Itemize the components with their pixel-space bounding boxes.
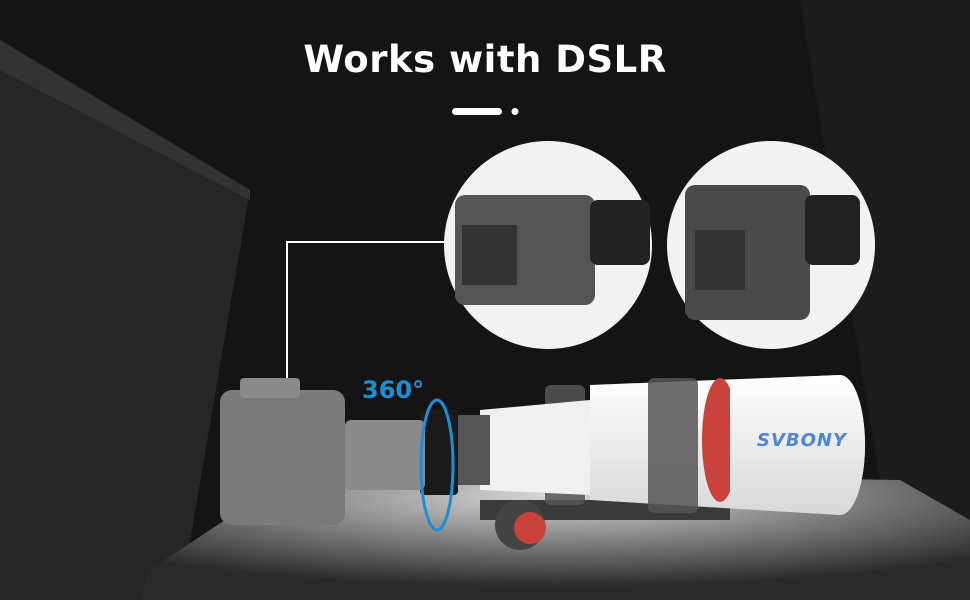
red-ring: [702, 378, 738, 502]
title-underline-bar: [452, 108, 502, 115]
closeup-circle-2: [667, 141, 875, 349]
bg-facet-right: [800, 0, 970, 600]
closeup-circle-1: [444, 141, 652, 349]
page-title: Works with DSLR: [303, 38, 667, 81]
focuser: [480, 400, 590, 495]
telescope: [220, 375, 865, 550]
title-underline-dot: [511, 108, 519, 115]
callout-line: [286, 241, 445, 392]
tube-ring-1: [648, 378, 698, 513]
rotation-label: 360°: [362, 376, 425, 404]
adapter: [455, 415, 490, 485]
extension-tube: [345, 420, 425, 490]
bg-facet-left: [0, 40, 250, 600]
dslr-camera: [220, 390, 345, 525]
brand-logo: SVBONY: [757, 430, 848, 451]
rotator-ring: [420, 410, 458, 495]
rotation-arrow-icon: [419, 398, 455, 532]
